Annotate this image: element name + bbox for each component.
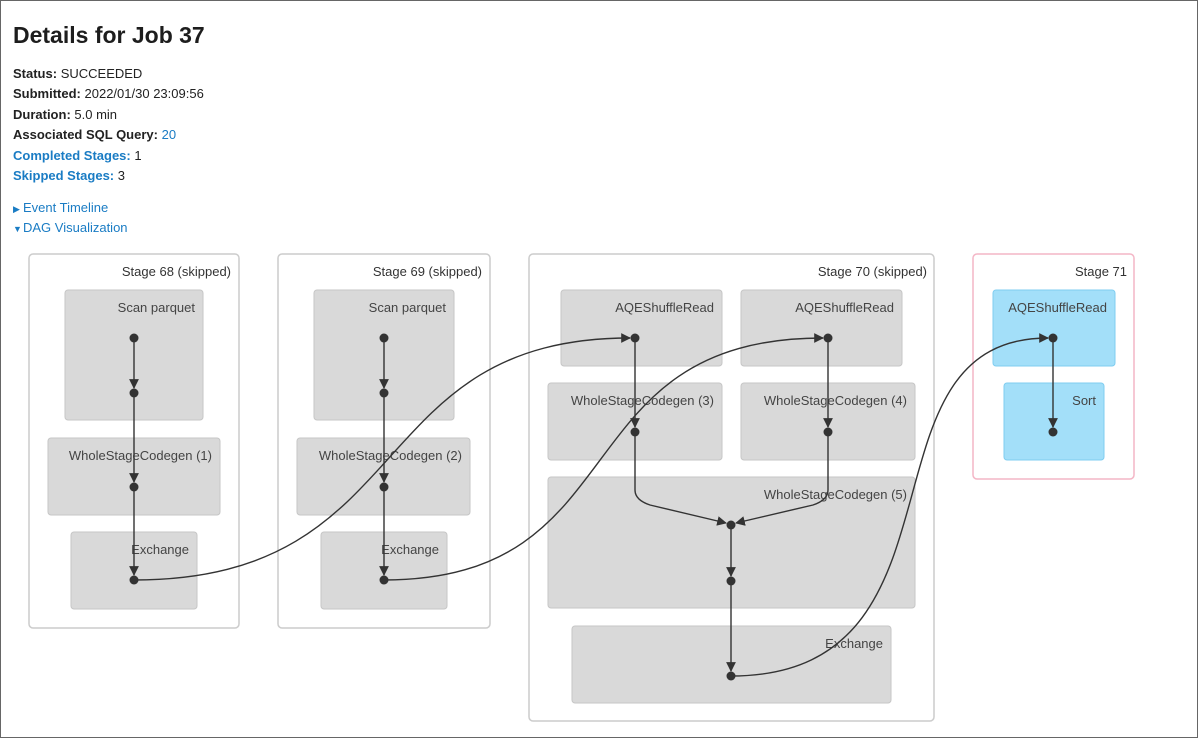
duration-label: Duration: bbox=[13, 106, 71, 122]
operator-node[interactable]: AQEShuffleRead bbox=[560, 289, 723, 367]
stage-cluster-stage-68[interactable]: Stage 68 (skipped) Scan parquetWholeStage… bbox=[28, 253, 240, 629]
operator-node[interactable]: WholeStageCodegen (3) bbox=[547, 382, 723, 461]
operator-node[interactable]: WholeStageCodegen (4) bbox=[740, 382, 916, 461]
operator-node[interactable]: Sort bbox=[1003, 382, 1105, 461]
stage-label: Stage 69 (skipped) bbox=[373, 264, 482, 279]
completed-stages-link[interactable]: Completed Stages: bbox=[13, 148, 131, 163]
completed-stages-row: Completed Stages: 1 bbox=[13, 146, 204, 166]
event-timeline-label: Event Timeline bbox=[23, 200, 109, 215]
stage-cluster-stage-70[interactable]: Stage 70 (skipped) AQEShuffleRead AQEShuff… bbox=[528, 253, 935, 722]
operator-node[interactable]: WholeStageCodegen (1) bbox=[47, 437, 221, 516]
status-row: Status: SUCCEEDED bbox=[13, 64, 204, 84]
operator-node-label: Exchange bbox=[131, 542, 189, 557]
operator-node[interactable]: AQEShuffleRead bbox=[740, 289, 903, 367]
dag-visualization-label: DAG Visualization bbox=[23, 220, 128, 235]
skipped-stages-link[interactable]: Skipped Stages: bbox=[13, 168, 114, 183]
operator-node[interactable]: Exchange bbox=[70, 531, 198, 610]
operator-node[interactable]: Exchange bbox=[571, 625, 892, 704]
operator-node[interactable]: AQEShuffleRead bbox=[992, 289, 1116, 367]
completed-stages-label: Completed Stages: bbox=[13, 147, 131, 163]
operator-node[interactable]: WholeStageCodegen (2) bbox=[296, 437, 471, 516]
completed-stages-value: 1 bbox=[134, 147, 142, 163]
operator-node-label: Scan parquet bbox=[118, 300, 196, 315]
submitted-value: 2022/01/30 23:09:56 bbox=[84, 86, 204, 102]
skipped-stages-label: Skipped Stages: bbox=[13, 168, 115, 184]
duration-value: 5.0 min bbox=[74, 106, 118, 122]
job-summary: Status: SUCCEEDED Submitted: 2022/01/30 … bbox=[13, 64, 204, 186]
sql-query-label: Associated SQL Query: bbox=[13, 127, 158, 143]
operator-node[interactable]: Exchange bbox=[320, 531, 448, 610]
dag-visualization-toggle[interactable]: ▼DAG Visualization bbox=[13, 220, 128, 235]
triangle-down-icon: ▼ bbox=[13, 224, 22, 234]
duration-row: Duration: 5.0 min bbox=[13, 105, 204, 125]
submitted-row: Submitted: 2022/01/30 23:09:56 bbox=[13, 84, 204, 104]
stage-label: Stage 71 bbox=[1075, 264, 1127, 279]
status-label: Status: bbox=[13, 66, 58, 81]
operator-node-label: AQEShuffleRead bbox=[1008, 300, 1107, 315]
operator-node-label: WholeStageCodegen (3) bbox=[571, 393, 714, 408]
operator-node-label: WholeStageCodegen (2) bbox=[319, 448, 462, 463]
operator-node-label: Exchange bbox=[825, 636, 883, 651]
operator-node[interactable]: WholeStageCodegen (5) bbox=[547, 476, 916, 609]
stage-cluster-stage-69[interactable]: Stage 69 (skipped) Scan parquetWholeStage… bbox=[277, 253, 491, 629]
skipped-stages-value: 3 bbox=[117, 168, 125, 184]
operator-node-label: WholeStageCodegen (1) bbox=[69, 448, 212, 463]
stage-label: Stage 68 (skipped) bbox=[122, 264, 231, 279]
status-value: SUCCEEDED bbox=[60, 66, 143, 81]
stage-label: Stage 70 (skipped) bbox=[818, 264, 927, 279]
operator-node-label: WholeStageCodegen (4) bbox=[764, 393, 907, 408]
event-timeline-toggle[interactable]: ▶Event Timeline bbox=[13, 200, 108, 215]
sql-query-link[interactable]: 20 bbox=[161, 127, 177, 143]
sql-query-row: Associated SQL Query: 20 bbox=[13, 125, 204, 145]
operator-node-label: AQEShuffleRead bbox=[795, 300, 894, 315]
operator-node-label: AQEShuffleRead bbox=[615, 300, 714, 315]
operator-node[interactable]: Scan parquet bbox=[64, 289, 204, 421]
operator-node[interactable]: Scan parquet bbox=[313, 289, 455, 421]
operator-node-label: Scan parquet bbox=[369, 300, 447, 315]
page-title: Details for Job 37 bbox=[13, 22, 205, 48]
operator-node-label: Exchange bbox=[381, 542, 439, 557]
triangle-right-icon: ▶ bbox=[13, 204, 20, 214]
operator-node-label: Sort bbox=[1072, 393, 1096, 408]
operator-node-label: WholeStageCodegen (5) bbox=[764, 487, 907, 502]
skipped-stages-row: Skipped Stages: 3 bbox=[13, 166, 204, 186]
submitted-label: Submitted: bbox=[13, 86, 81, 102]
